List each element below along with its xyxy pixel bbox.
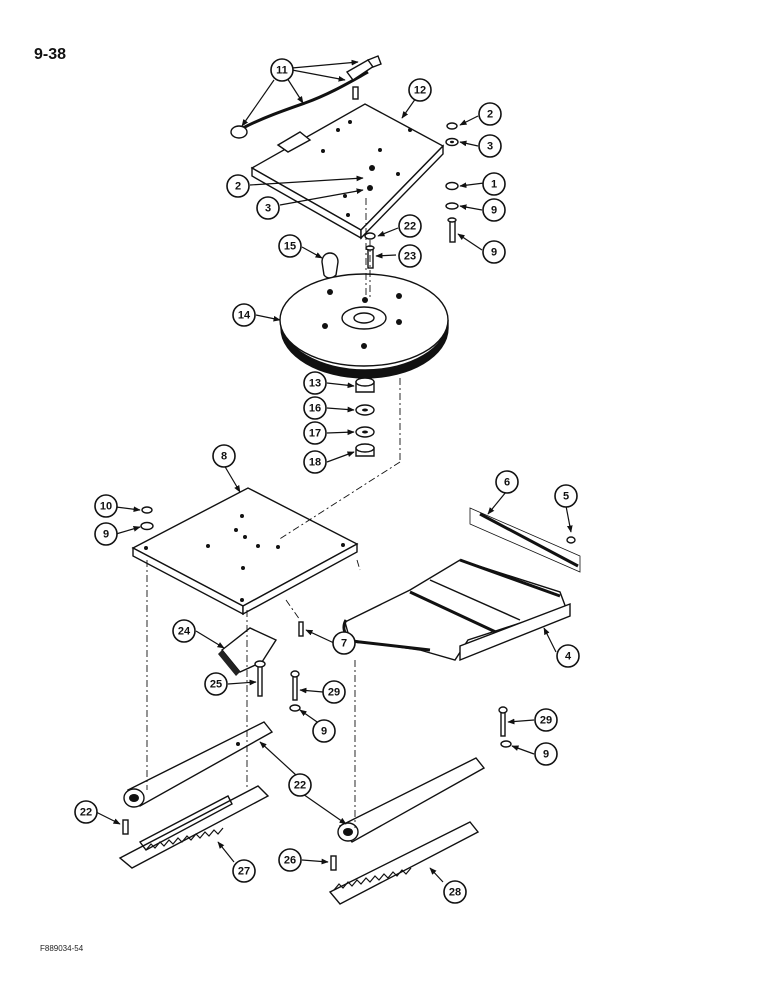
callout-number: 5 <box>563 491 569 503</box>
callout-number: 29 <box>540 715 552 727</box>
callout-number: 10 <box>100 501 112 513</box>
callout-29: 29 <box>322 680 346 704</box>
callout-12: 12 <box>408 78 432 102</box>
callout-number: 8 <box>221 451 227 463</box>
callout-9: 9 <box>312 719 336 743</box>
callout-9: 9 <box>482 240 506 264</box>
callout-25: 25 <box>204 672 228 696</box>
callout-17: 17 <box>303 421 327 445</box>
callout-28: 28 <box>443 880 467 904</box>
callout-number: 9 <box>491 205 497 217</box>
callout-26: 26 <box>278 848 302 872</box>
pivot-hardware-stack <box>355 377 375 457</box>
alignment-lines <box>146 198 401 828</box>
swivel-turntable <box>279 273 449 379</box>
bracket <box>218 627 278 697</box>
callout-9: 9 <box>94 522 118 546</box>
callout-number: 14 <box>238 310 251 322</box>
callout-9: 9 <box>482 198 506 222</box>
callout-5: 5 <box>554 484 578 508</box>
callout-2: 2 <box>478 102 502 126</box>
lower-seat-plate <box>131 487 359 616</box>
callout-number: 25 <box>210 679 222 691</box>
seat-lever-assembly <box>230 55 382 139</box>
callout-number: 29 <box>328 687 340 699</box>
callout-10: 10 <box>94 494 118 518</box>
bolt-29-left <box>292 675 298 701</box>
callout-number: 15 <box>284 241 296 253</box>
seat-rail-right <box>337 757 486 843</box>
callout-number: 9 <box>543 749 549 761</box>
callout-number: 4 <box>565 651 572 663</box>
seat-rail-left <box>123 721 274 808</box>
callout-11: 11 <box>270 58 294 82</box>
callout-23: 23 <box>398 244 422 268</box>
leader-lines <box>95 59 573 883</box>
callout-2: 2 <box>226 174 250 198</box>
callout-13: 13 <box>303 371 327 395</box>
callout-number: 2 <box>235 181 241 193</box>
knob <box>321 252 339 279</box>
bolt-22-lower-right <box>330 855 337 871</box>
slide-rod <box>469 507 581 573</box>
callout-1: 1 <box>482 172 506 196</box>
callout-number: 7 <box>341 638 347 650</box>
callout-22: 22 <box>74 800 98 824</box>
rack-left <box>118 785 270 869</box>
callout-number: 22 <box>404 221 416 233</box>
callout-number: 9 <box>491 247 497 259</box>
callout-number: 23 <box>404 251 416 263</box>
callout-14: 14 <box>232 303 256 327</box>
callout-27: 27 <box>232 859 256 883</box>
callout-number: 1 <box>491 179 497 191</box>
callout-number: 24 <box>178 626 191 638</box>
callout-22: 22 <box>398 214 422 238</box>
rack-right <box>328 821 480 905</box>
page-number: 9-38 <box>34 46 67 63</box>
callout-number: 18 <box>309 457 321 469</box>
callout-number: 11 <box>276 65 288 77</box>
callout-29: 29 <box>534 708 558 732</box>
callout-7: 7 <box>332 631 356 655</box>
callout-number: 16 <box>309 403 321 415</box>
callout-number: 3 <box>265 203 271 215</box>
callout-8: 8 <box>212 444 236 468</box>
slide-frame <box>342 558 571 662</box>
callout-number: 26 <box>284 855 296 867</box>
callout-number: 6 <box>504 477 510 489</box>
callout-number: 17 <box>309 428 321 440</box>
callout-number: 9 <box>103 529 109 541</box>
callout-3: 3 <box>256 196 280 220</box>
upper-seat-plate <box>250 103 445 240</box>
callout-4: 4 <box>556 644 580 668</box>
callout-18: 18 <box>303 450 327 474</box>
callout-16: 16 <box>303 396 327 420</box>
callout-22: 22 <box>288 773 312 797</box>
bolt-22-lower-left <box>122 819 129 835</box>
bolt-29-right <box>500 711 506 737</box>
callout-layer: 1112232319923221514131617188109652474252… <box>74 58 580 904</box>
callout-number: 12 <box>414 85 426 97</box>
callout-number: 28 <box>449 887 461 899</box>
callout-number: 13 <box>309 378 321 390</box>
callout-number: 27 <box>238 866 250 878</box>
figure-code: F889034-54 <box>40 944 84 953</box>
callout-number: 22 <box>80 807 92 819</box>
callout-9: 9 <box>534 742 558 766</box>
callout-number: 3 <box>487 141 493 153</box>
hardware-stack-right <box>445 122 459 243</box>
callout-15: 15 <box>278 234 302 258</box>
callout-number: 2 <box>487 109 493 121</box>
callout-3: 3 <box>478 134 502 158</box>
callout-6: 6 <box>495 470 519 494</box>
bolt-7 <box>298 621 304 637</box>
callout-24: 24 <box>172 619 196 643</box>
callout-number: 9 <box>321 726 327 738</box>
callout-number: 22 <box>294 780 306 792</box>
